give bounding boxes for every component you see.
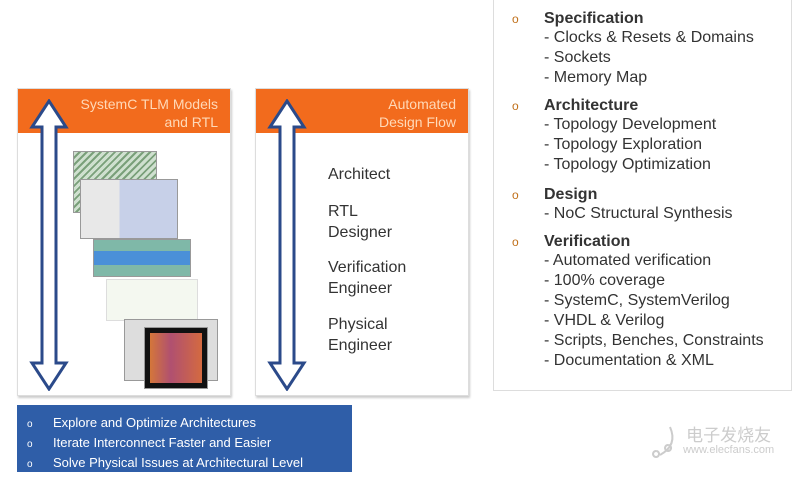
double-arrow-icon (267, 99, 307, 391)
section-title: Verification (544, 233, 631, 250)
list-item: - NoC Structural Synthesis (544, 205, 733, 222)
role-text: Physical (328, 316, 388, 333)
benefit-item: o Explore and Optimize Architectures (17, 413, 352, 432)
double-arrow-icon (29, 99, 69, 391)
tool-screenshot (106, 279, 198, 321)
bullet: o (27, 439, 33, 450)
capabilities-panel: o Specification - Clocks & Resets & Domai… (493, 0, 792, 391)
role-text: RTL (328, 203, 358, 220)
bullet: o (27, 459, 33, 470)
bullet: o (27, 419, 33, 430)
chip-layout-image (144, 327, 208, 389)
section-specification: o Specification - Clocks & Resets & Domai… (512, 10, 754, 88)
section-verification: o Verification - Automated verification -… (512, 233, 764, 371)
benefit-item: o Solve Physical Issues at Architectural … (17, 453, 352, 472)
tool-screenshot (93, 239, 191, 277)
role-text: Verification (328, 259, 407, 276)
list-item: - Automated verification (544, 252, 712, 269)
header-line: and RTL (164, 114, 218, 130)
design-flow-panel: Automated Design Flow Architect RTL Desig… (255, 88, 469, 396)
benefit-text: Iterate Interconnect Faster and Easier (53, 435, 272, 450)
list-item: - Memory Map (544, 69, 648, 86)
header-line: Design Flow (378, 114, 456, 130)
watermark-plug-icon (652, 426, 674, 458)
bullet: o (512, 188, 519, 202)
benefit-text: Explore and Optimize Architectures (53, 415, 257, 430)
role-text: Designer (328, 224, 393, 241)
bullet: o (512, 99, 519, 113)
section-architecture: o Architecture - Topology Development - T… (512, 97, 716, 175)
header-line: Automated (388, 96, 456, 112)
benefit-item: o Iterate Interconnect Faster and Easier (17, 433, 352, 452)
list-item: - Topology Development (544, 116, 717, 133)
bullet: o (512, 235, 519, 249)
benefit-text: Solve Physical Issues at Architectural L… (53, 455, 304, 470)
role-text: Architect (328, 166, 391, 183)
role-text: Engineer (328, 280, 393, 297)
list-item: - Sockets (544, 49, 611, 66)
section-design: o Design - NoC Structural Synthesis (512, 186, 733, 224)
watermark-logo: 电子发烧友 www.elecfans.com (650, 425, 774, 461)
list-item: - Clocks & Resets & Domains (544, 29, 754, 46)
section-title: Specification (544, 10, 644, 27)
role-architect: Architect (328, 164, 390, 185)
list-item: - Topology Exploration (544, 136, 703, 153)
role-text: Engineer (328, 337, 393, 354)
list-item: - VHDL & Verilog (544, 312, 665, 329)
bullet: o (512, 12, 519, 26)
tool-screenshot (80, 179, 178, 239)
section-title: Architecture (544, 97, 639, 114)
list-item: - Topology Optimization (544, 156, 711, 173)
list-item: - 100% coverage (544, 272, 665, 289)
header-line: SystemC TLM Models (80, 96, 218, 112)
list-item: - Scripts, Benches, Constraints (544, 332, 764, 349)
role-rtl-designer: RTL Designer (328, 201, 392, 243)
tlm-models-panel: SystemC TLM Models and RTL (17, 88, 231, 396)
list-item: - SystemC, SystemVerilog (544, 292, 730, 309)
section-title: Design (544, 186, 598, 203)
list-item: - Documentation & XML (544, 352, 714, 369)
